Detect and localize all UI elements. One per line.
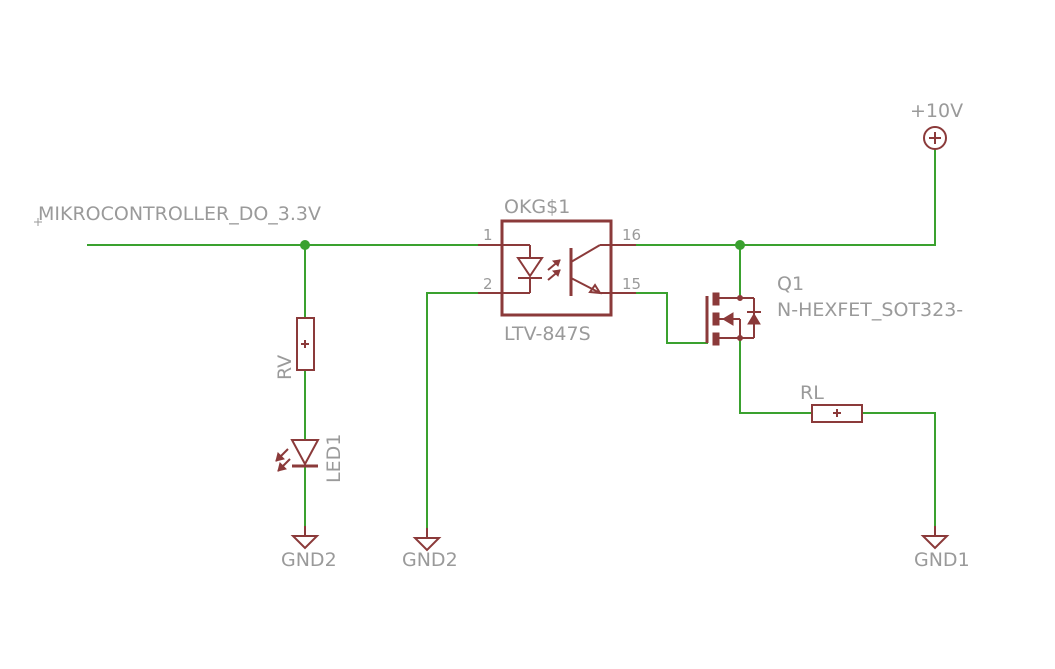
led1-diode-icon (290, 439, 320, 467)
wire-opto-pin2[interactable] (426, 292, 501, 539)
led1-name: LED1 (323, 434, 345, 483)
gnd-opto-label: GND2 (402, 549, 458, 571)
wire-opto-pin16[interactable] (612, 149, 936, 246)
opto-pin-15: 15 (622, 275, 641, 293)
supply-symbol[interactable] (923, 126, 947, 150)
resistor-rv-name: RV (274, 355, 296, 380)
ground-opto-icon[interactable] (412, 528, 442, 552)
ground-led-icon[interactable] (290, 526, 320, 550)
opto-pin-1: 1 (483, 226, 493, 244)
input-net-label: MIKROCONTROLLER_DO_3.3V (38, 203, 321, 225)
ground-load-icon[interactable] (920, 526, 950, 550)
opto-pin-16: 16 (622, 226, 641, 244)
wire-rl-gnd[interactable] (861, 412, 936, 537)
gnd-load-label: GND1 (914, 549, 970, 571)
resistor-rl-body-icon (811, 404, 863, 423)
wire-source[interactable] (739, 337, 813, 414)
wire-opto-pin15[interactable] (612, 292, 708, 344)
opto-value: LTV-847S (504, 323, 591, 345)
supply-label: +10V (910, 100, 963, 122)
junction-drain (735, 240, 745, 250)
supply-circle-icon (923, 126, 947, 150)
resistor-rv[interactable] (296, 317, 315, 371)
mosfet-value: N-HEXFET_SOT323- (777, 299, 963, 321)
optocoupler[interactable] (478, 219, 636, 317)
gnd-led-label: GND2 (281, 549, 337, 571)
opto-name: OKG$1 (504, 196, 570, 218)
mosfet-q1[interactable] (705, 292, 761, 346)
opto-pin-2: 2 (483, 275, 493, 293)
wires (87, 149, 936, 539)
opto-body (500, 219, 613, 317)
opto-transistor-icon (569, 244, 611, 296)
resistor-rl-name: RL (800, 382, 824, 404)
resistor-rv-body-icon (296, 317, 315, 371)
mosfet-name: Q1 (777, 273, 804, 295)
opto-led-icon (502, 244, 561, 294)
junction-input (300, 240, 310, 250)
resistor-rl[interactable] (811, 404, 863, 423)
led1[interactable] (275, 439, 320, 472)
